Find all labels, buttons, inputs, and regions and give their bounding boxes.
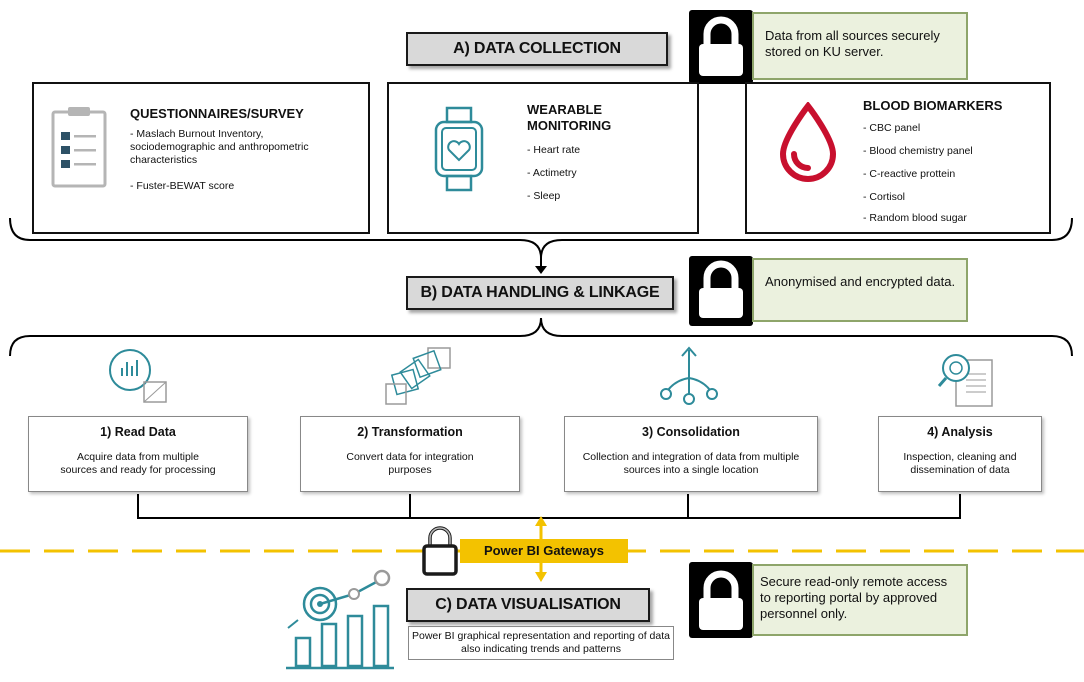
smartwatch-icon	[434, 106, 484, 192]
source-title: BLOOD BIOMARKERS	[863, 98, 1003, 113]
source-panel-questionnaires: QUESTIONNAIRES/SURVEY - Maslach Burnout …	[32, 82, 370, 234]
visualisation-note-text: Secure read-only remote access to report…	[760, 574, 948, 621]
source-title: QUESTIONNAIRES/SURVEY	[130, 106, 304, 121]
step-read-data: 1) Read Data Acquire data from multiple …	[28, 416, 248, 492]
gateway-lock	[420, 522, 460, 578]
collection-note: Data from all sources securely stored on…	[752, 12, 968, 80]
handling-note: Anonymised and encrypted data.	[752, 258, 968, 322]
step-consolidation: 3) Consolidation Collection and integrat…	[564, 416, 818, 492]
source-item: - Actimetry	[527, 167, 577, 179]
clipboard-icon	[51, 107, 107, 188]
blood-drop-icon	[779, 102, 837, 182]
source-item: - Maslach Burnout Inventory, sociodemogr…	[130, 128, 309, 166]
arrow-down-gold-icon	[535, 572, 547, 582]
chart-zoom-icon	[109, 349, 167, 403]
step-title: 3) Consolidation	[642, 425, 740, 439]
gateway-text: Power BI Gateways	[484, 543, 604, 558]
handling-header: B) DATA HANDLING & LINKAGE	[406, 276, 674, 310]
source-item: - Heart rate	[527, 144, 581, 156]
transform-icon	[385, 347, 451, 405]
step-description: Collection and integration of data from …	[582, 451, 800, 476]
lock-icon	[699, 260, 743, 318]
step-analysis: 4) Analysis Inspection, cleaning and dis…	[878, 416, 1042, 492]
lock-icon	[699, 16, 743, 76]
lock-icon	[699, 570, 743, 630]
handling-title: B) DATA HANDLING & LINKAGE	[420, 284, 660, 301]
step-transformation: 2) Transformation Convert data for integ…	[300, 416, 520, 492]
step-title: 2) Transformation	[357, 425, 463, 439]
source-item: - Blood chemistry panel	[863, 145, 973, 157]
source-item: - CBC panel	[863, 122, 921, 134]
consolidation-icon	[660, 346, 718, 405]
visualisation-header: C) DATA VISUALISATION	[406, 588, 650, 622]
source-item: - Sleep	[527, 190, 561, 202]
lock-icon	[422, 526, 458, 576]
step-description: Convert data for integration purposes	[346, 451, 474, 476]
source-item: - Fuster-BEWAT score	[130, 180, 235, 192]
step-title: 1) Read Data	[100, 425, 176, 439]
analysis-icon	[937, 354, 993, 407]
visualisation-note: Secure read-only remote access to report…	[752, 564, 968, 636]
step-description: Inspection, cleaning and dissemination o…	[903, 451, 1017, 476]
source-title: WEARABLE MONITORING	[527, 102, 612, 133]
source-item: - C-reactive prottein	[863, 168, 956, 180]
visualisation-description: Power BI graphical representation and re…	[408, 626, 674, 660]
handling-lock	[689, 256, 753, 326]
collection-lock	[689, 10, 753, 84]
arrow-up-icon	[535, 516, 547, 526]
arrow-down-icon	[535, 266, 547, 274]
visualisation-lock	[689, 562, 753, 638]
visualisation-title: C) DATA VISUALISATION	[435, 596, 621, 613]
gateway-label: Power BI Gateways	[460, 539, 628, 563]
source-item: - Cortisol	[863, 191, 906, 203]
source-item: - Random blood sugar	[863, 212, 967, 224]
collection-note-text: Data from all sources securely stored on…	[765, 28, 940, 59]
visualisation-description-text: Power BI graphical representation and re…	[412, 630, 670, 655]
bar-chart-icon	[286, 569, 394, 670]
collection-title: A) DATA COLLECTION	[453, 40, 621, 57]
source-panel-wearable: WEARABLE MONITORING - Heart rate - Actim…	[387, 82, 699, 234]
step-title: 4) Analysis	[927, 425, 993, 439]
collection-header: A) DATA COLLECTION	[406, 32, 668, 66]
handling-note-text: Anonymised and encrypted data.	[765, 274, 956, 289]
source-panel-blood: BLOOD BIOMARKERS - CBC panel - Blood che…	[745, 82, 1051, 234]
step-description: Acquire data from multiple sources and r…	[60, 451, 216, 476]
